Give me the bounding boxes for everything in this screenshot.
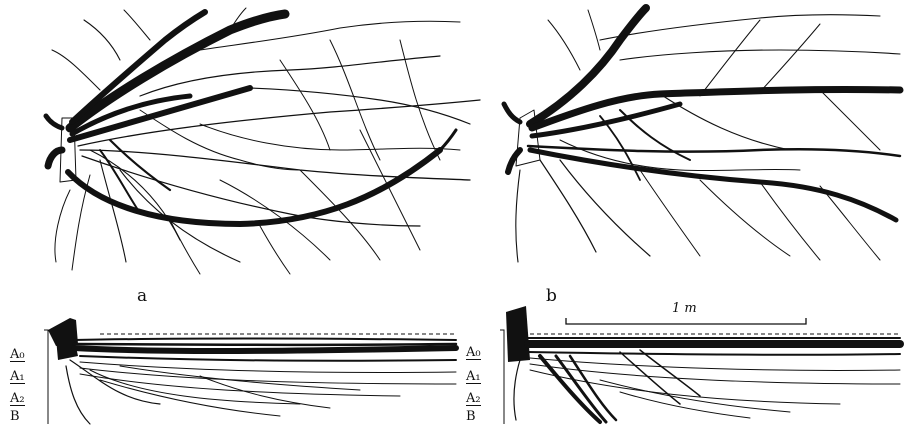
root-profile-a xyxy=(44,318,456,424)
horizon-label-a-B: B xyxy=(10,410,20,423)
scale-bar xyxy=(566,318,806,324)
root-plan-view-b xyxy=(504,8,900,262)
horizon-label-b-B: B xyxy=(466,410,476,423)
horizon-label-a-A1: A₁ xyxy=(10,370,25,384)
figure-label-b: b xyxy=(546,286,557,306)
root-profile-b xyxy=(500,306,900,424)
scale-bar-label: 1 m xyxy=(672,301,697,316)
root-plan-view-a xyxy=(46,8,480,274)
horizon-label-a-A2: A₂ xyxy=(10,392,25,406)
main-root-a-left xyxy=(48,150,62,166)
horizon-label-b-A1: A₁ xyxy=(466,370,481,384)
horizon-label-a-A0: A₀ xyxy=(10,348,25,362)
main-root-b-lower xyxy=(530,150,896,220)
figure-label-a: a xyxy=(137,286,147,306)
horizon-label-b-A2: A₂ xyxy=(466,392,481,406)
main-root-b-upper2 xyxy=(532,89,900,128)
main-root-a-lower-tip xyxy=(440,130,456,150)
horizon-label-b-A0: A₀ xyxy=(466,346,481,360)
